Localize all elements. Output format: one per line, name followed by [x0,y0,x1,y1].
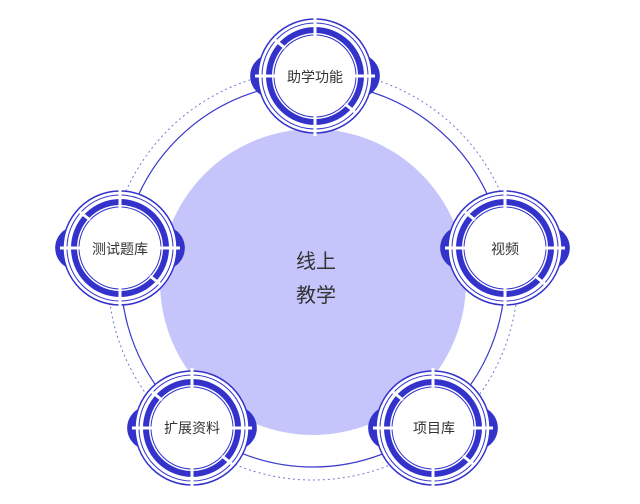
node-resources[interactable] [127,368,257,488]
node-ring-gap [274,38,286,50]
center-title-line1: 线上 [296,249,336,273]
node-ring-gap [392,390,404,402]
center-circle [160,129,466,435]
node-assist[interactable] [250,16,380,136]
node-video[interactable] [440,188,570,308]
node-ring-gap [462,454,474,466]
node-ring-gap [79,210,91,222]
node-ring-gap [149,274,161,286]
node-ring-gap [221,454,233,466]
node-label-video[interactable]: 视频 [491,242,519,258]
node-quiz[interactable] [55,188,185,308]
node-projects[interactable] [368,368,498,488]
node-label-assist[interactable]: 助学功能 [287,70,343,86]
center-title-line2: 教学 [296,283,336,307]
node-label-quiz[interactable]: 测试题库 [92,242,148,258]
node-ring-gap [151,390,163,402]
center-title: 线上 教学 [296,244,336,312]
node-label-projects[interactable]: 项目库 [413,421,455,437]
node-ring-gap [344,102,356,114]
node-ring-gap [534,274,546,286]
node-label-resources[interactable]: 扩展资料 [164,421,220,437]
node-ring-gap [464,210,476,222]
